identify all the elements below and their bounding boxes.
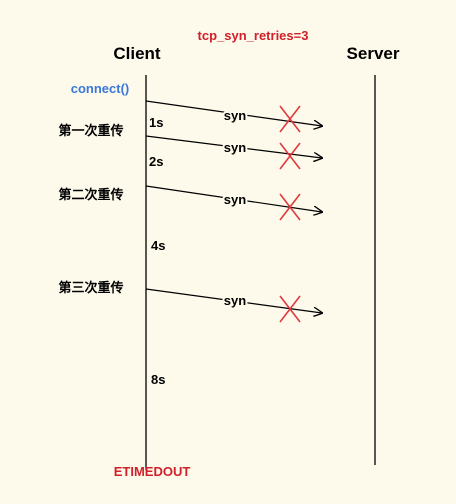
diagram-title: tcp_syn_retries=3	[198, 28, 309, 43]
interval-label-1: 1s	[149, 115, 163, 130]
syn-arrow-3	[145, 185, 322, 212]
retry-label-2: 第二次重传	[58, 187, 123, 202]
server-label: Server	[347, 44, 400, 63]
syn-label-2: syn	[224, 140, 246, 155]
connect-call-label: connect()	[71, 81, 130, 96]
syn-arrow-2	[145, 135, 322, 158]
drop-mark-3	[279, 193, 301, 221]
drop-mark-4	[279, 295, 301, 323]
drop-mark-2	[279, 142, 301, 170]
retry-label-3: 第三次重传	[58, 280, 123, 295]
drop-mark-1	[279, 105, 301, 133]
interval-label-3: 4s	[151, 238, 165, 253]
interval-label-4: 8s	[151, 372, 165, 387]
timeout-label: ETIMEDOUT	[114, 464, 191, 479]
syn-label-3: syn	[224, 192, 246, 207]
interval-label-2: 2s	[149, 154, 163, 169]
syn-label-4: syn	[224, 293, 246, 308]
client-label: Client	[113, 44, 161, 63]
retry-label-1: 第一次重传	[58, 123, 123, 138]
syn-label-1: syn	[224, 108, 246, 123]
syn-arrow-4	[145, 288, 322, 313]
